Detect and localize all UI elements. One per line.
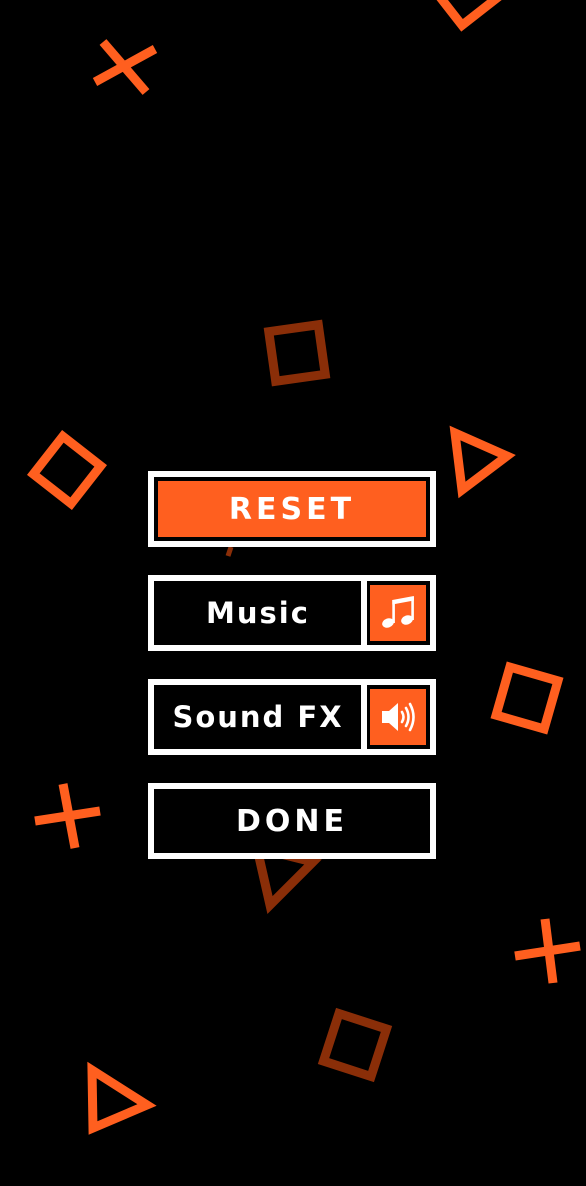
speaker-icon — [382, 702, 415, 732]
reset-button-label: RESET — [228, 491, 356, 527]
divider — [361, 685, 367, 749]
triangle-shape — [449, 425, 516, 499]
sound-fx-label-area: Sound FX — [158, 689, 358, 745]
sound-fx-label: Sound FX — [172, 700, 344, 734]
square-shape — [26, 429, 108, 511]
square-shape — [427, 0, 505, 32]
triangle-shape — [87, 1061, 157, 1135]
music-note-icon — [382, 596, 414, 628]
square-shape — [263, 319, 331, 387]
done-button-label: DONE — [235, 803, 348, 839]
cross-shape — [514, 918, 581, 984]
square-shape — [490, 661, 564, 735]
shape-fragment — [225, 546, 234, 557]
music-label-area: Music — [158, 585, 358, 641]
divider — [361, 581, 367, 645]
cross-shape — [92, 39, 158, 95]
square-shape — [317, 1007, 393, 1083]
sound-fx-icon-box[interactable] — [370, 689, 426, 745]
music-icon-box[interactable] — [370, 585, 426, 641]
music-label: Music — [206, 596, 310, 630]
reset-button[interactable]: RESET — [148, 471, 436, 547]
done-button[interactable]: DONE — [148, 783, 436, 859]
music-toggle-button[interactable]: Music — [148, 575, 436, 651]
reset-button-fill: RESET — [158, 481, 426, 537]
cross-shape — [34, 783, 101, 849]
sound-fx-toggle-button[interactable]: Sound FX — [148, 679, 436, 755]
